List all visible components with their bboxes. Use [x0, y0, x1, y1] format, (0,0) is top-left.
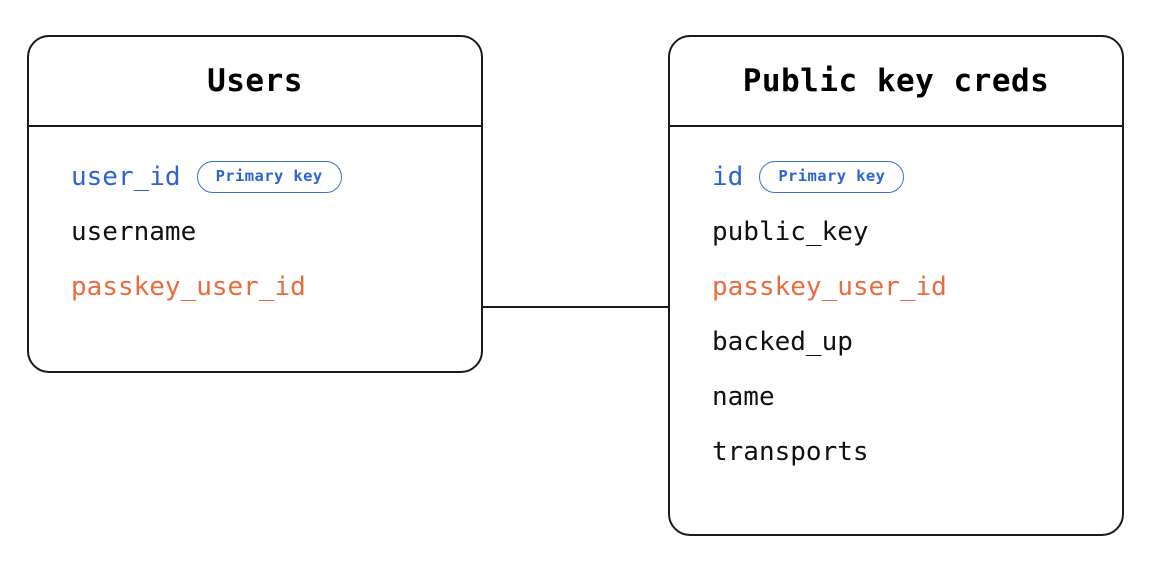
primary-key-badge: Primary key: [196, 160, 342, 193]
field-name-label: name: [712, 381, 775, 412]
entity-field-row[interactable]: username: [29, 204, 481, 259]
field-name-label: username: [71, 216, 197, 247]
entity-field-row[interactable]: public_key: [670, 204, 1122, 259]
field-name-label: passkey_user_id: [71, 271, 306, 302]
entity-title-public-key-creds: Public key creds: [742, 63, 1050, 99]
primary-key-badge-label: Primary key: [778, 166, 886, 185]
field-name-label: user_id: [71, 161, 181, 192]
entity-box-users[interactable]: Users user_id Primary key username passkey_…: [27, 35, 483, 373]
field-name-label: passkey_user_id: [712, 271, 947, 302]
entity-field-row[interactable]: user_id Primary key: [29, 149, 481, 204]
entity-field-row[interactable]: name: [670, 369, 1122, 424]
entity-title-users: Users: [207, 63, 303, 99]
entity-field-row[interactable]: passkey_user_id: [670, 259, 1122, 314]
entity-field-list-users: user_id Primary key username passkey_user_i…: [29, 127, 481, 336]
entity-header-users: Users: [29, 37, 481, 127]
entity-field-row[interactable]: transports: [670, 424, 1122, 479]
relationship-connector-users-to-public-key-creds: [483, 306, 668, 308]
field-name-label: public_key: [712, 216, 869, 247]
field-name-label: transports: [712, 436, 869, 467]
entity-field-row[interactable]: id Primary key: [670, 149, 1122, 204]
primary-key-badge-label: Primary key: [215, 166, 323, 185]
field-name-label: id: [712, 161, 744, 192]
entity-field-row[interactable]: backed_up: [670, 314, 1122, 369]
entity-box-public-key-creds[interactable]: Public key creds id Primary key public_key…: [668, 35, 1124, 536]
primary-key-badge: Primary key: [759, 160, 905, 193]
entity-header-public-key-creds: Public key creds: [670, 37, 1122, 127]
field-name-label: backed_up: [712, 326, 853, 357]
entity-field-row[interactable]: passkey_user_id: [29, 259, 481, 314]
